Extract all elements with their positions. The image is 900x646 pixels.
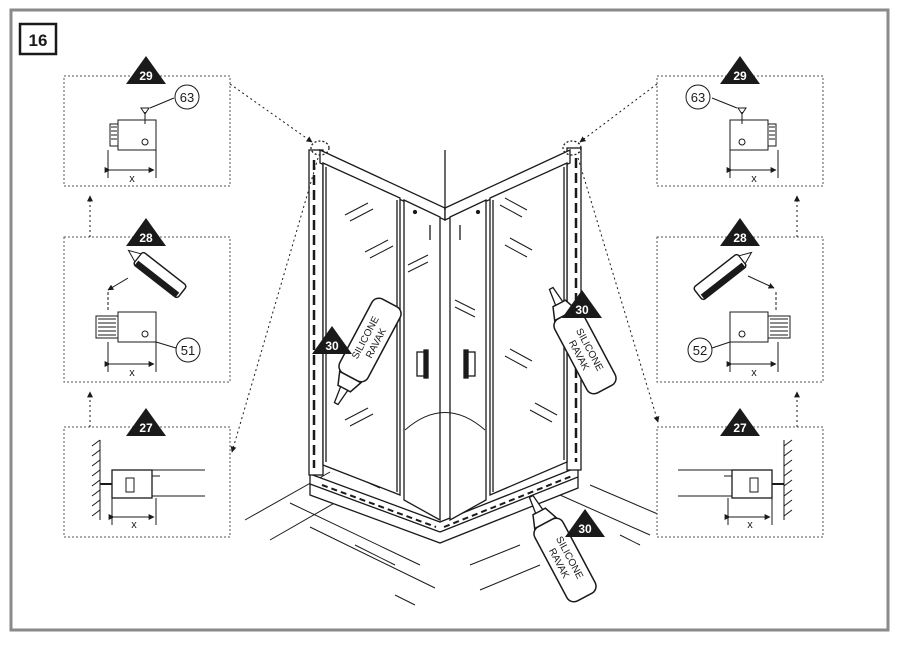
wall-profile [729, 311, 769, 343]
detail-panel-29-right: 29 63 x [656, 56, 824, 187]
detail-panel-28-right: 28 52 x [656, 218, 824, 383]
left-corner-detail [310, 140, 330, 156]
part-ref-circle [687, 337, 713, 363]
svg-text:30: 30 [575, 303, 589, 317]
step-badge-28-left: 28 [126, 218, 166, 246]
dimension-x: x [747, 519, 753, 531]
detail-panel-27-left: 27 x [63, 408, 231, 538]
step-badge-27-right: 27 [720, 408, 760, 436]
wall-profile [117, 311, 157, 343]
part-ref-52: 52 [693, 343, 707, 358]
part-ref-circle [175, 337, 201, 363]
wall-hatch [783, 439, 793, 520]
cutter-knife-icon [127, 249, 187, 299]
dimension-x: x [751, 173, 757, 185]
part-ref-circle [685, 84, 711, 110]
svg-text:29: 29 [139, 69, 153, 83]
part-ref-63: 63 [180, 90, 194, 105]
svg-text:27: 27 [139, 421, 153, 435]
svg-text:28: 28 [139, 231, 153, 245]
wall-profile [729, 119, 769, 151]
right-fixed-glass [489, 161, 568, 496]
left-wall-profile [308, 149, 324, 476]
detail-panel-27-right: 27 x [656, 408, 824, 538]
step-badge-29-right: 29 [720, 56, 760, 84]
page-frame [9, 8, 890, 632]
svg-text:29: 29 [733, 69, 747, 83]
dimension-x: x [751, 367, 757, 379]
part-ref-circle [174, 84, 200, 110]
part-ref-51: 51 [181, 343, 195, 358]
svg-text:30: 30 [325, 339, 339, 353]
left-connectors [87, 83, 319, 453]
part-ref-63: 63 [691, 90, 705, 105]
silicone-tube-left: SILICONE RAVAK [333, 297, 402, 406]
wall-hatch [91, 439, 101, 520]
shower-tray [309, 466, 579, 544]
step-badge-30-right: 30 [562, 290, 602, 318]
dimension-x: x [129, 173, 135, 185]
svg-text:28: 28 [733, 231, 747, 245]
step-badge-27-left: 27 [126, 408, 166, 436]
step-badge-29-left: 29 [126, 56, 166, 84]
right-top-rail [444, 148, 571, 222]
step-badge-30-left: 30 [312, 326, 352, 354]
cutter-knife-icon [693, 251, 753, 301]
detail-panel-28-left: 28 51 x [63, 218, 231, 383]
right-corner-detail [562, 140, 582, 156]
dimension-x: x [131, 519, 137, 531]
glass-reflections [344, 197, 558, 427]
dimension-x: x [129, 367, 135, 379]
svg-text:30: 30 [578, 522, 592, 536]
step-number: 16 [29, 31, 48, 50]
step-number-box: 16 [18, 22, 58, 56]
wall-profile [117, 119, 157, 151]
step-badge-28-right: 28 [720, 218, 760, 246]
shower-enclosure [244, 140, 661, 606]
step-badge-30-bottom: 30 [565, 509, 605, 537]
svg-text:27: 27 [733, 421, 747, 435]
detail-panel-29-left: 29 63 x [63, 56, 231, 187]
right-connectors [577, 83, 800, 427]
